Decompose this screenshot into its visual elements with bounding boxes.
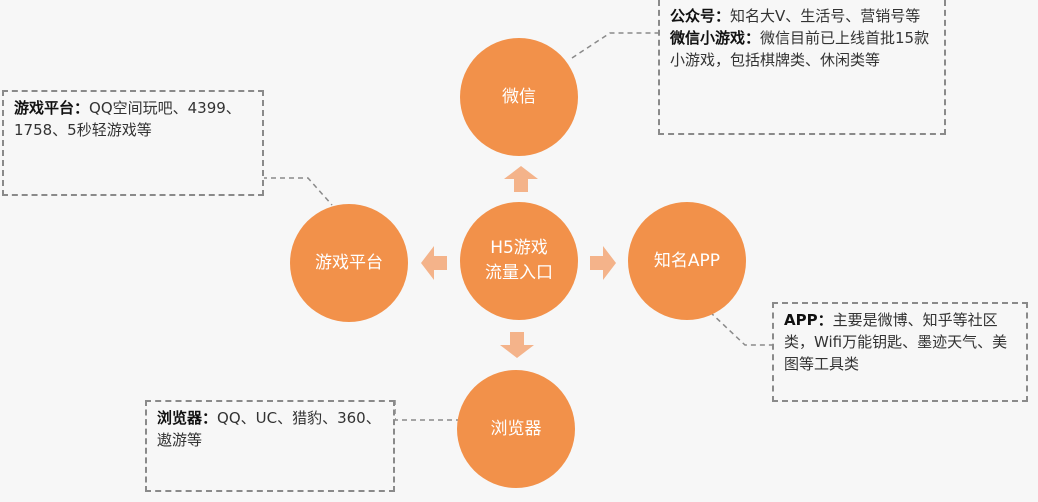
note-wechat-key1: 公众号：: [670, 7, 731, 25]
note-wechat-value1: 知名大V、生活号、营销号等: [730, 7, 921, 25]
center-line2: 流量入口: [485, 263, 553, 283]
note-app-value: 主要是微博、知乎等社区类，Wifi万能钥匙、墨迹天气、美图等工具类: [784, 311, 1008, 373]
note-app: APP：主要是微博、知乎等社区类，Wifi万能钥匙、墨迹天气、美图等工具类: [772, 302, 1028, 402]
arrow-left: [421, 246, 447, 280]
note-platform-key: 游戏平台：: [14, 99, 90, 117]
center-line1: H5游戏: [490, 238, 548, 259]
node-app: 知名APP: [628, 202, 746, 320]
connector-wechat: [571, 32, 658, 59]
note-wechat-key2: 微信小游戏：: [670, 28, 761, 47]
node-center: H5游戏 流量入口: [460, 202, 578, 320]
note-wechat-value2: 微信目前已上线首批15款小游戏，包括棋牌类、休闲类等: [670, 28, 930, 69]
arrow-down: [500, 332, 534, 358]
connector-browser: [394, 400, 460, 421]
node-wechat-label: 微信: [502, 86, 536, 107]
node-wechat: 微信: [460, 38, 578, 156]
node-platform-label: 游戏平台: [315, 252, 383, 273]
arrow-right: [590, 246, 616, 280]
note-platform-value: QQ空间玩吧、4399、1758、5秒轻游戏等: [14, 99, 241, 139]
note-browser: 浏览器：QQ、UC、猎豹、360、遨游等: [145, 400, 395, 492]
node-browser: 浏览器: [457, 370, 575, 488]
note-app-key: APP：: [784, 311, 833, 329]
note-platform: 游戏平台：QQ空间玩吧、4399、1758、5秒轻游戏等: [2, 90, 264, 196]
node-app-label: 知名APP: [653, 250, 721, 271]
note-browser-key: 浏览器：: [157, 409, 218, 427]
connector-platform: [262, 177, 333, 206]
connector-app: [709, 311, 772, 346]
note-wechat: 公众号：知名大V、生活号、营销号等 微信小游戏：微信目前已上线首批15款小游戏，…: [658, 0, 946, 135]
arrow-up: [504, 166, 538, 192]
node-platform: 游戏平台: [290, 204, 408, 322]
note-browser-value: QQ、UC、猎豹、360、遨游等: [157, 409, 381, 449]
node-browser-label: 浏览器: [490, 418, 542, 439]
